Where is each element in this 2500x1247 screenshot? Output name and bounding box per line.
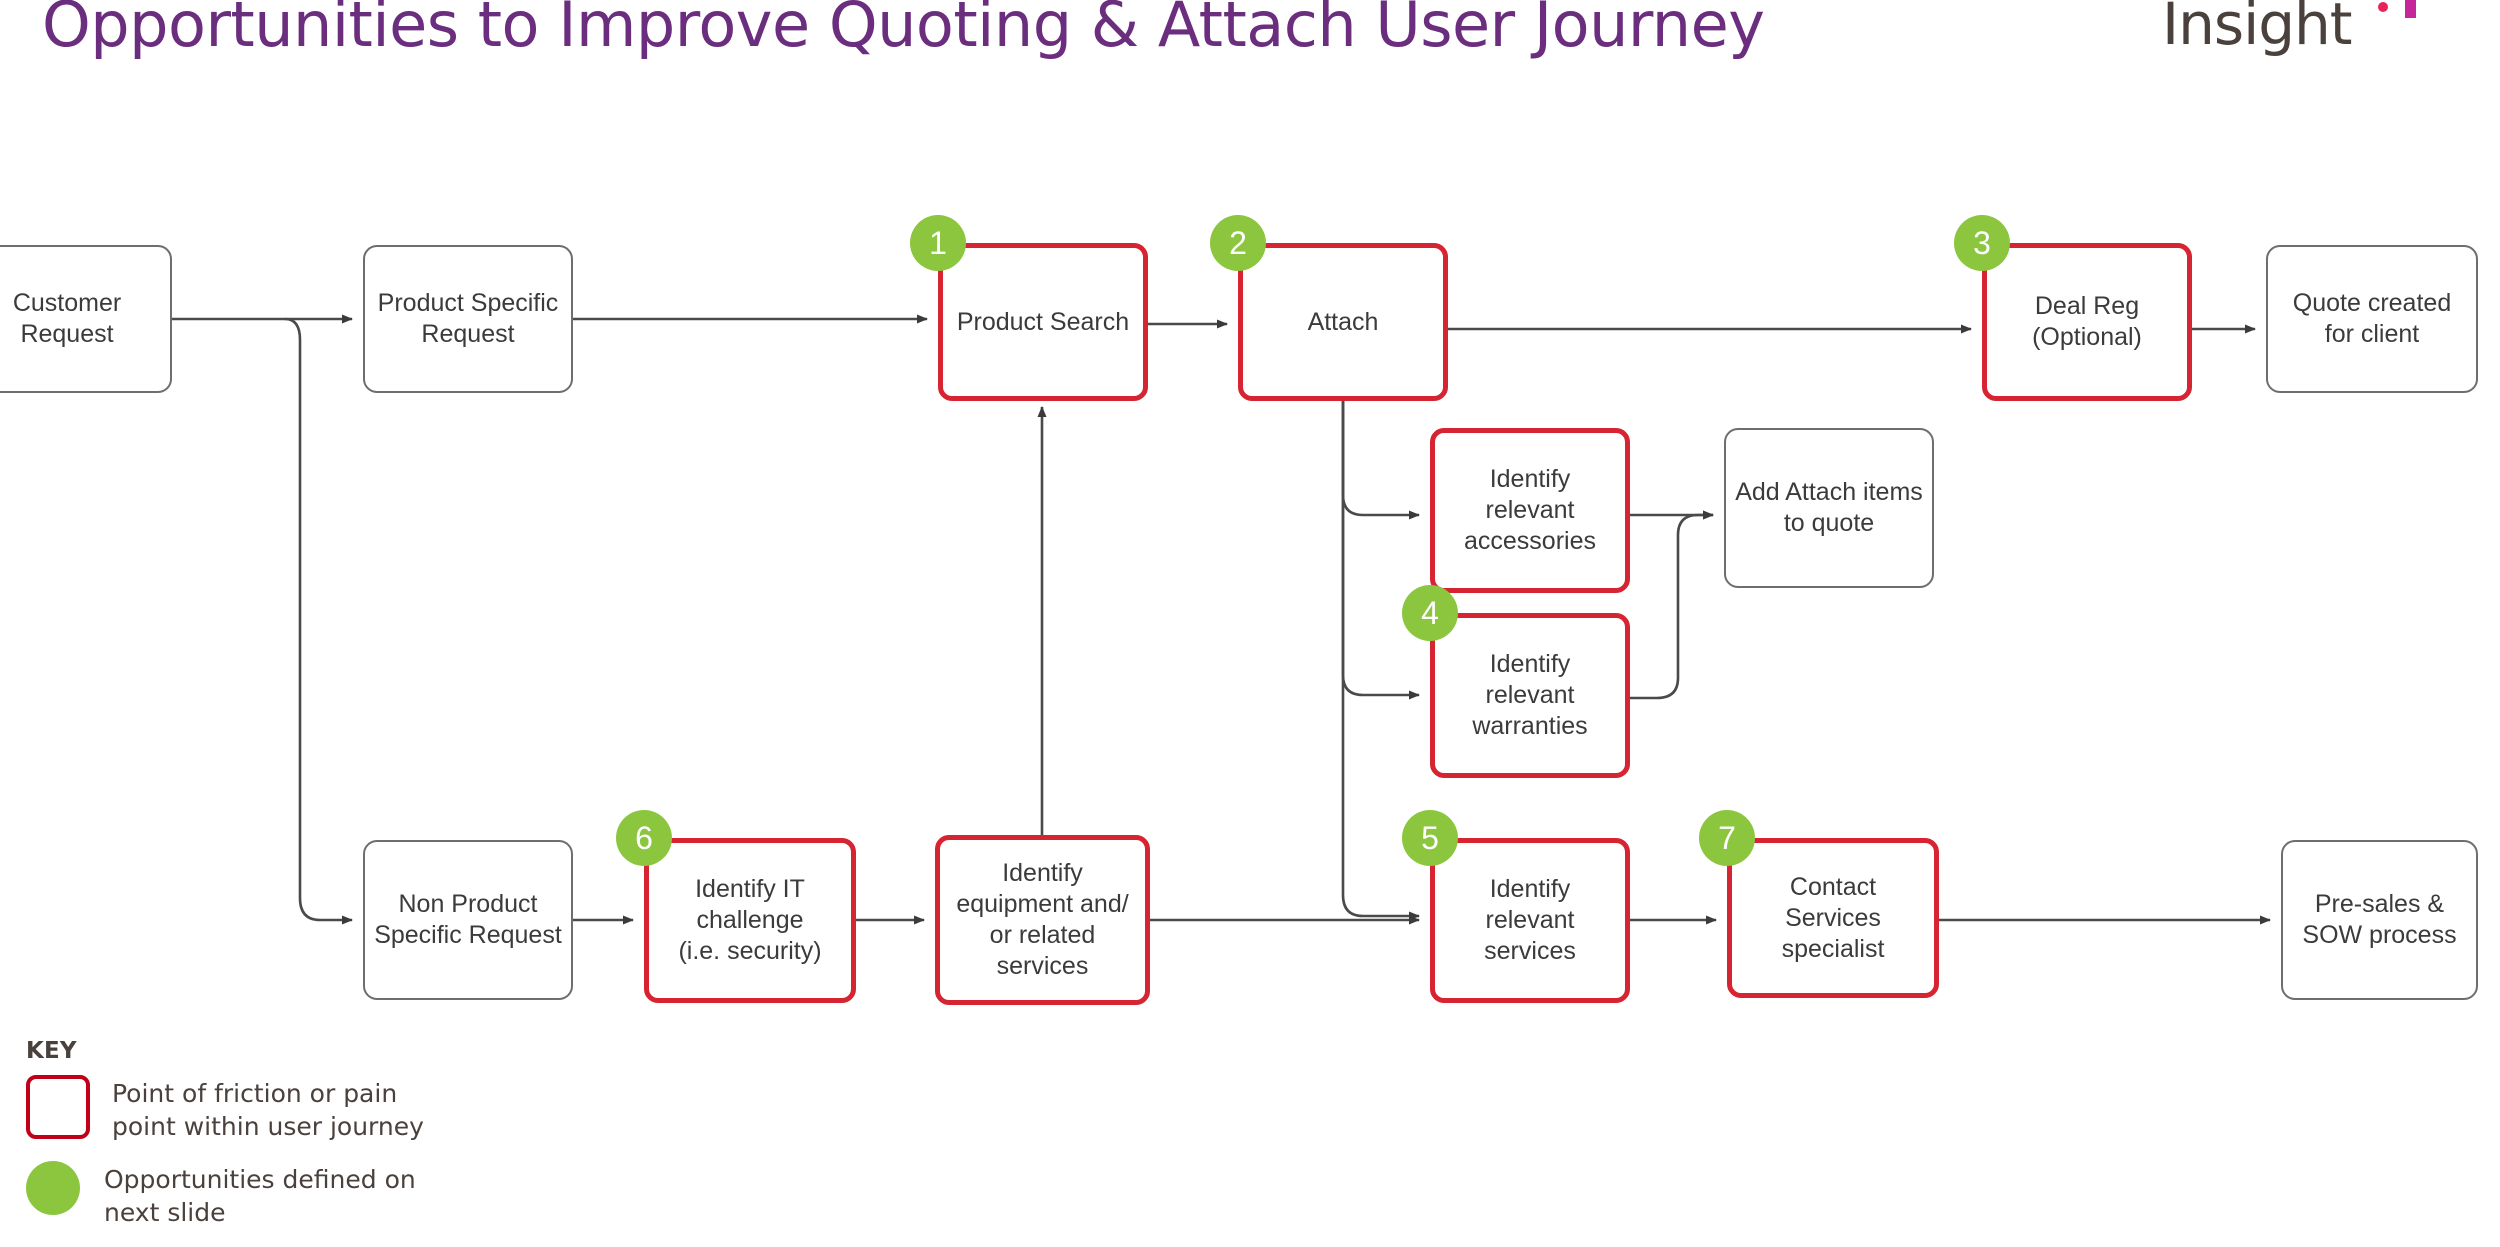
opportunity-badge-7[interactable]: 7 [1699, 810, 1755, 866]
node-product-specific-label: Product Specific Request [377, 289, 559, 348]
key-item-opportunity: Opportunities defined on next slide [26, 1160, 446, 1230]
node-attach-label: Attach [1307, 307, 1379, 336]
node-identify-warranties-label: Identify relevant warranties [1472, 650, 1588, 740]
red-rounded-square-icon [26, 1075, 90, 1139]
key-item-opportunity-label: Opportunities defined on next slide [104, 1164, 416, 1227]
node-customer-request-label: Customer Request [12, 289, 122, 348]
page-title: Opportunities to Improve Quoting & Attac… [42, 0, 1765, 61]
node-identify-it-challenge-label: Identify IT challenge (i.e. security) [678, 875, 822, 965]
insight-logo: Insight [2162, 0, 2462, 68]
edge-warranties-to-add-items [1630, 510, 1714, 700]
node-quote-created-label: Quote created for client [2292, 289, 2452, 348]
node-add-attach-items[interactable]: Add Attach items to quote [1724, 428, 1934, 588]
node-identify-accessories-label: Identify relevant accessories [1464, 465, 1596, 555]
opportunity-badge-2[interactable]: 2 [1210, 215, 1266, 271]
node-product-search-label: Product Search [956, 307, 1130, 336]
node-presales-sow-label: Pre-sales & SOW process [2302, 890, 2457, 949]
logo-mark-dot-icon [2378, 2, 2388, 12]
key-item-friction-label: Point of friction or pain point within u… [112, 1079, 424, 1142]
edge-customer-to-non-product [284, 317, 353, 925]
opportunity-badge-3[interactable]: 3 [1954, 215, 2010, 271]
green-circle-icon [26, 1160, 80, 1215]
node-add-attach-items-label: Add Attach items to quote [1735, 478, 1923, 537]
node-contact-services[interactable]: Contact Services specialist [1727, 838, 1939, 998]
node-identify-services-label: Identify relevant services [1484, 875, 1576, 965]
node-non-product-specific[interactable]: Non Product Specific Request [363, 840, 573, 1000]
node-identify-equipment-label: Identify equipment and/ or related servi… [956, 859, 1129, 980]
key-item-friction: Point of friction or pain point within u… [26, 1075, 446, 1144]
edge-attach-to-warranties [1341, 401, 1420, 700]
logo-wordmark: Insight [2162, 0, 2353, 58]
node-presales-sow[interactable]: Pre-sales & SOW process [2281, 840, 2478, 1000]
key-legend: KEY Point of friction or pain point with… [26, 1038, 446, 1246]
opportunity-badge-4[interactable]: 4 [1402, 585, 1458, 641]
node-identify-warranties[interactable]: Identify relevant warranties [1430, 613, 1630, 778]
node-quote-created[interactable]: Quote created for client [2266, 245, 2478, 393]
node-identify-accessories[interactable]: Identify relevant accessories [1430, 428, 1630, 593]
node-deal-reg-label: Deal Reg (Optional) [2032, 292, 2142, 351]
node-deal-reg[interactable]: Deal Reg (Optional) [1982, 243, 2192, 401]
node-product-search[interactable]: Product Search [938, 243, 1148, 401]
node-non-product-specific-label: Non Product Specific Request [374, 890, 562, 949]
edge-attach-to-accessories [1341, 401, 1420, 520]
node-contact-services-label: Contact Services specialist [1781, 872, 1885, 963]
node-identify-it-challenge[interactable]: Identify IT challenge (i.e. security) [644, 838, 856, 1003]
opportunity-badge-5[interactable]: 5 [1402, 810, 1458, 866]
node-product-specific[interactable]: Product Specific Request [363, 245, 573, 393]
opportunity-badge-6[interactable]: 6 [616, 810, 672, 866]
node-attach[interactable]: Attach [1238, 243, 1448, 401]
logo-mark-vertical-bar-icon [2405, 0, 2416, 18]
key-title: KEY [26, 1038, 77, 1064]
opportunity-badge-1[interactable]: 1 [910, 215, 966, 271]
node-identify-equipment[interactable]: Identify equipment and/ or related servi… [935, 835, 1150, 1005]
node-identify-services[interactable]: Identify relevant services [1430, 838, 1630, 1003]
node-customer-request[interactable]: Customer Request [0, 245, 172, 393]
